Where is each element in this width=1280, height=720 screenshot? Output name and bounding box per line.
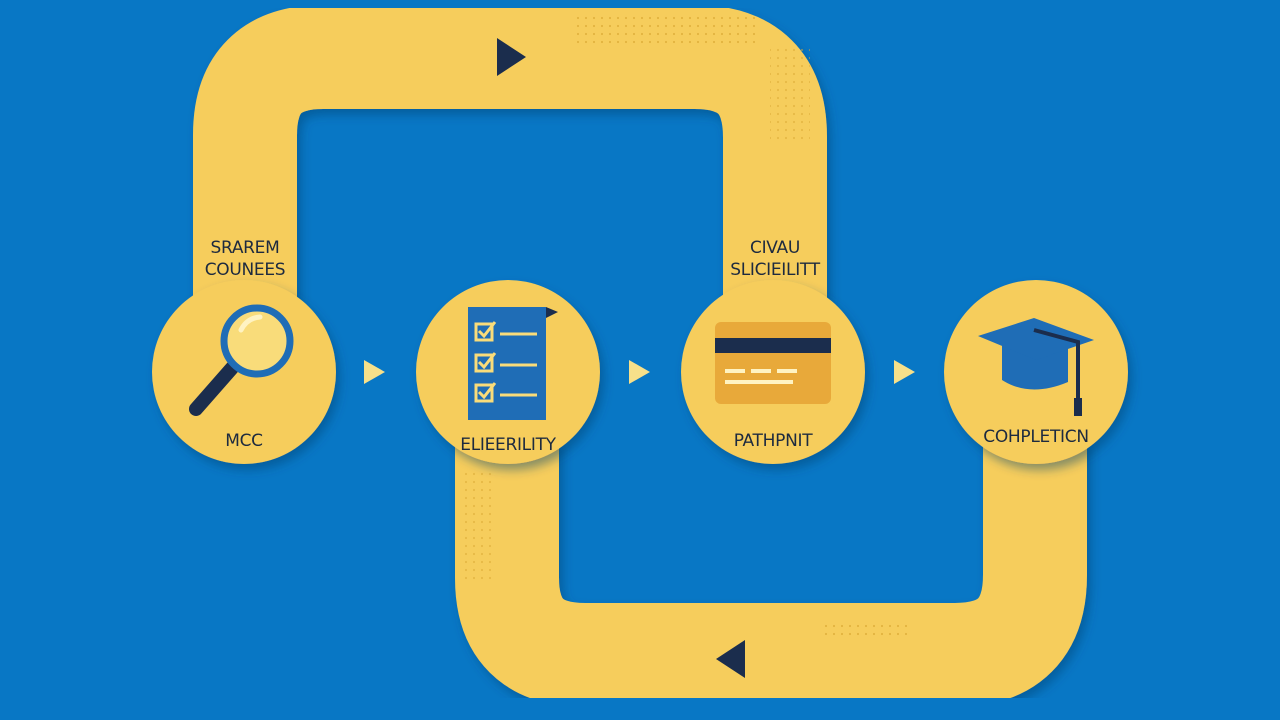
node-label-payment: PATHPNIT	[733, 431, 813, 451]
magnifying-glass-icon	[189, 304, 294, 416]
arrow-left-icon	[716, 640, 745, 678]
node-label-eligibility: ELIEERILITY	[460, 435, 556, 455]
checklist-icon	[468, 307, 558, 420]
top-label-civau: CIVAU SLICIEILITT	[730, 238, 820, 280]
arrow-right-icon	[497, 38, 526, 76]
credit-card-icon	[715, 322, 831, 404]
top-loop-track	[193, 5, 827, 300]
top-label-search: SRAREM COUNEES	[204, 238, 286, 280]
dot-texture	[465, 14, 910, 638]
node-label-mcc: MCC	[225, 431, 263, 451]
bottom-loop-track	[455, 440, 1087, 707]
arrow-right-icon	[364, 360, 385, 384]
graduation-cap-icon	[978, 318, 1094, 416]
arrow-right-icon	[894, 360, 915, 384]
node-label-completion: COHPLETICN	[983, 427, 1089, 447]
arrow-right-icon	[629, 360, 650, 384]
